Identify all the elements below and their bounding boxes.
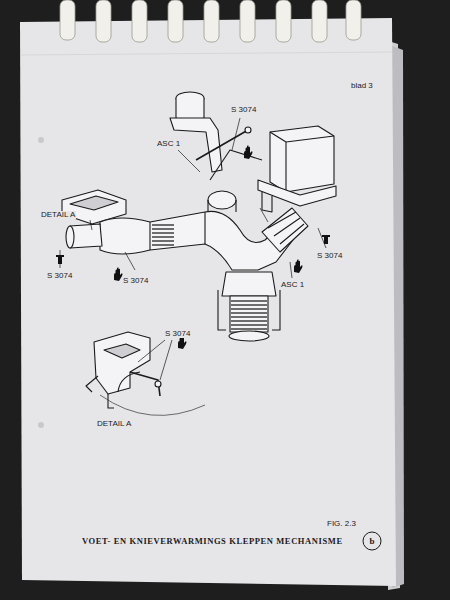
- figure-number: FIG. 2.3: [326, 520, 357, 528]
- part-code: ASC 1: [156, 140, 181, 148]
- part-code: ASC 1: [280, 281, 305, 289]
- figure-caption: VOET- EN KNIEVERWARMINGS KLEPPEN MECHANI…: [82, 537, 343, 546]
- detail-label: DETAIL A: [40, 211, 76, 219]
- part-code: S 3074: [46, 272, 73, 280]
- part-code: S 3074: [316, 252, 343, 260]
- part-code: S 3074: [230, 106, 257, 114]
- sheet-letter: b: [369, 537, 374, 546]
- sheet-circle: b: [362, 531, 382, 551]
- page-number: blad 3: [350, 82, 374, 90]
- detail-label: DETAIL A: [96, 420, 132, 428]
- part-code: S 3074: [164, 330, 191, 338]
- part-code: S 3074: [122, 277, 149, 285]
